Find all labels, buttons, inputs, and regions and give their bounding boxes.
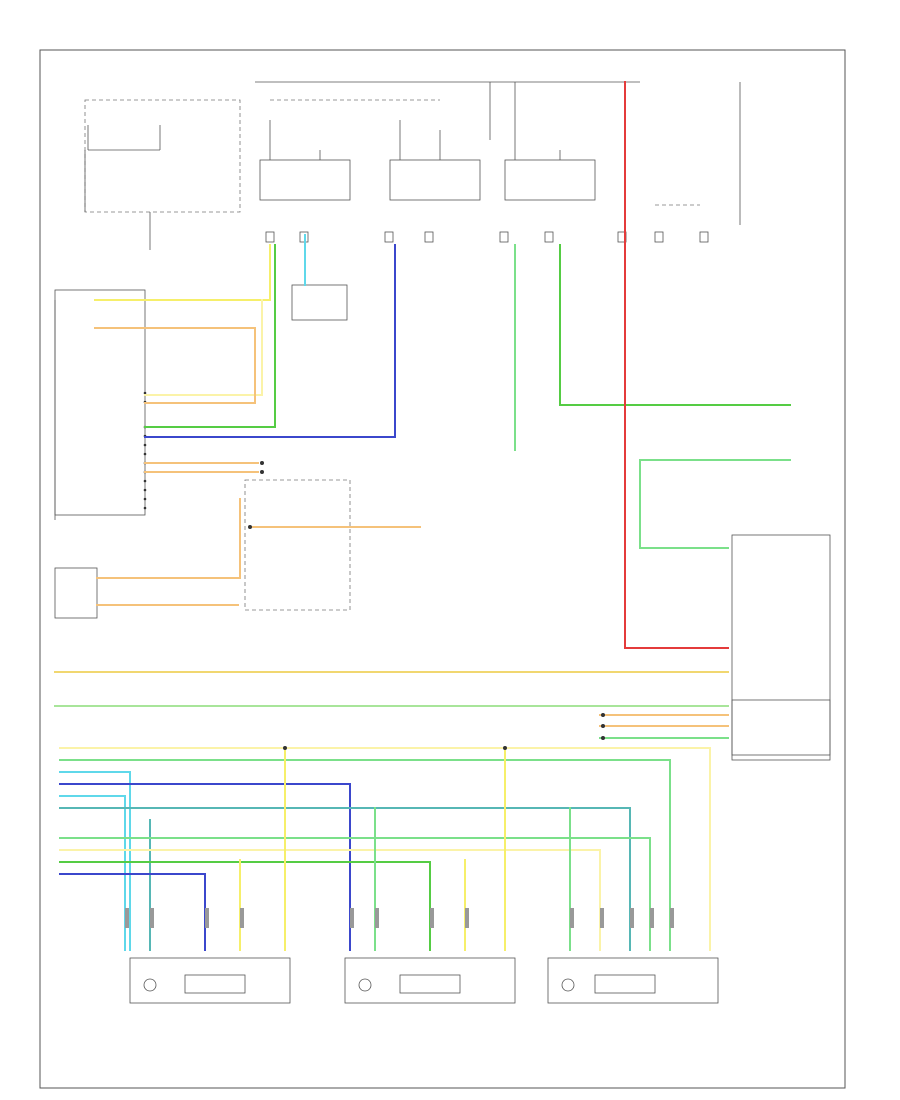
fuse-block-3 bbox=[504, 159, 596, 201]
engine-control-module bbox=[54, 289, 147, 520]
hvac-control-module bbox=[731, 534, 831, 761]
signal-wires bbox=[54, 81, 791, 739]
instrument-panel-box bbox=[84, 99, 241, 213]
recirculation-door-actuator bbox=[547, 957, 719, 1004]
fuse-block-2 bbox=[389, 159, 481, 201]
actuator-bus bbox=[59, 747, 711, 951]
actuator-internals bbox=[143, 974, 656, 994]
diagram-frame bbox=[39, 49, 846, 1089]
splice-points bbox=[248, 461, 605, 750]
hvac-sub-connector bbox=[731, 699, 831, 756]
connector-ticks bbox=[125, 908, 674, 928]
power-distribution-section bbox=[84, 81, 741, 250]
ambient-sensor-box bbox=[291, 284, 348, 321]
mode-door-actuator bbox=[344, 957, 516, 1004]
ecm-sub-harness bbox=[244, 479, 351, 611]
blend-door-actuator bbox=[129, 957, 291, 1004]
fuse-block-1 bbox=[259, 159, 351, 201]
ac-refrigerant-pressure-sensor bbox=[54, 567, 98, 619]
